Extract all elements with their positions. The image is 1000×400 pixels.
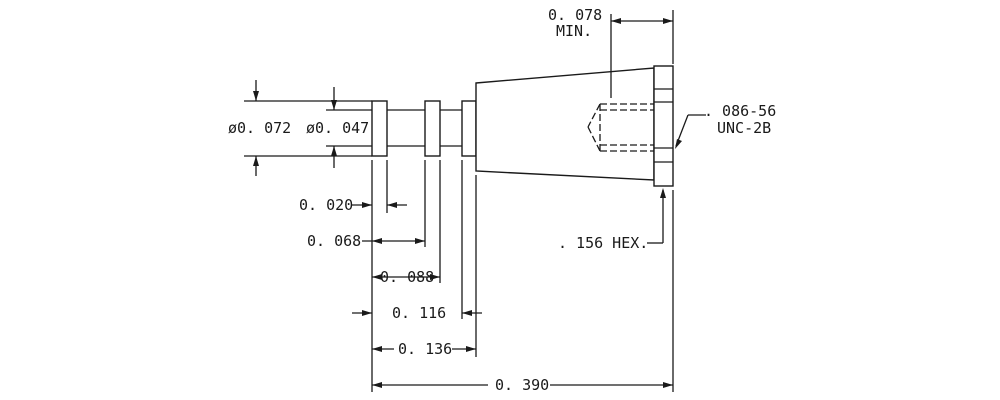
extension-lines [371, 160, 674, 392]
inner-diameter-label: ø0. 047 [306, 119, 369, 137]
dim-0068: 0. 068 [307, 232, 425, 250]
hex-flange [653, 65, 674, 187]
dim-0116-label: 0. 116 [392, 304, 446, 322]
dim-0136-label: 0. 136 [398, 340, 452, 358]
shoulder [461, 100, 477, 157]
threaded-hole-hidden [587, 103, 654, 152]
hex-label: . 156 HEX. [558, 234, 648, 252]
dim-0068-label: 0. 068 [307, 232, 361, 250]
dim-0020-label: 0. 020 [299, 196, 353, 214]
dim-inner-diameter: ø0. 047 [306, 87, 372, 168]
dim-hex: . 156 HEX. [558, 188, 666, 252]
collar-1 [371, 100, 388, 157]
outer-diameter-label: ø0. 072 [228, 119, 291, 137]
thread-class-label: UNC-2B [717, 119, 771, 137]
dim-overall: 0. 390 [372, 376, 673, 394]
dim-outer-diameter: ø0. 072 [228, 80, 372, 176]
min-depth-value: 0. 078 [548, 6, 602, 24]
dim-min-depth: 0. 078 MIN. [548, 6, 674, 98]
overall-length-label: 0. 390 [495, 376, 549, 394]
part-outline [371, 65, 674, 187]
dim-0116: 0. 116 [352, 304, 482, 322]
dim-0020: 0. 020 [299, 196, 407, 214]
tapered-body [475, 67, 655, 181]
thread-size-label: . 086-56 [704, 102, 776, 120]
thread-callout: . 086-56 UNC-2B [675, 102, 776, 149]
dim-0088-label: 0. 088 [380, 268, 434, 286]
dim-0088: 0. 088 [372, 268, 440, 286]
dim-0136: 0. 136 [372, 340, 476, 358]
collar-2 [424, 100, 441, 157]
min-depth-label: MIN. [556, 22, 592, 40]
